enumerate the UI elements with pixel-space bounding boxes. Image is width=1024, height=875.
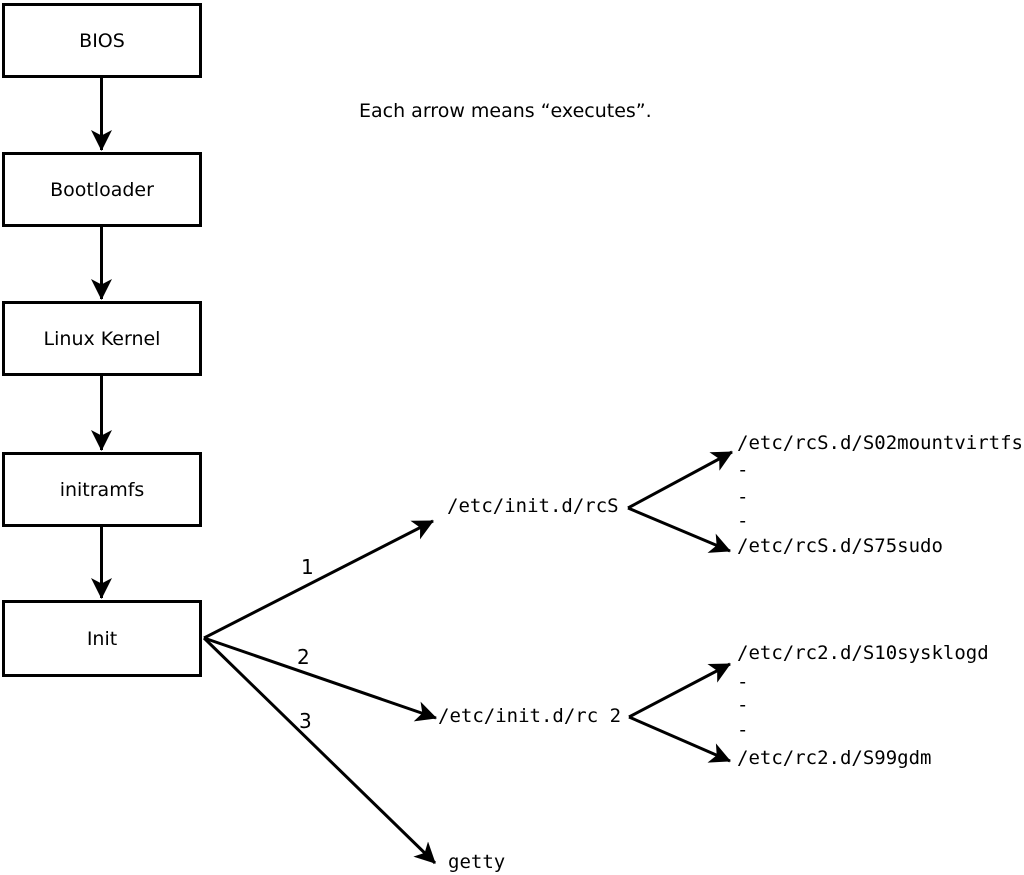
rc2-ellipsis-dash: - <box>737 719 749 741</box>
label-rcs-first-script: /etc/rcS.d/S02mountvirtfs <box>737 432 1023 454</box>
label-rc2-last-script: /etc/rc2.d/S99gdm <box>737 747 932 769</box>
branch-number-1: 1 <box>301 555 314 579</box>
label-init-d-rcs: /etc/init.d/rcS <box>447 495 619 517</box>
rc2-ellipsis-dash: - <box>737 694 749 716</box>
node-initramfs: initramfs <box>2 452 202 527</box>
arrow-rcs-to-first-script <box>627 450 733 510</box>
arrow-init-to-rcs <box>203 519 434 640</box>
branch-number-3: 3 <box>299 709 312 733</box>
node-linux-kernel-label: Linux Kernel <box>43 327 161 350</box>
label-init-d-rc2: /etc/init.d/rc 2 <box>438 705 622 727</box>
node-bios-label: BIOS <box>79 29 125 52</box>
arrow-init-to-getty <box>202 636 437 865</box>
rc2-ellipsis-dash: - <box>737 671 749 693</box>
arrow-init-to-rc2 <box>203 636 437 722</box>
rcs-ellipsis-dash: - <box>737 459 749 481</box>
arrow-meaning-note: Each arrow means “executes”. <box>359 100 652 122</box>
node-init: Init <box>2 600 202 677</box>
label-rcs-last-script: /etc/rcS.d/S75sudo <box>737 535 943 557</box>
node-init-label: Init <box>86 627 118 650</box>
branch-number-2: 2 <box>297 645 310 669</box>
label-rc2-first-script: /etc/rc2.d/S10sysklogd <box>737 642 989 664</box>
node-initramfs-label: initramfs <box>59 478 145 501</box>
arrow-rc2-to-last-script <box>628 715 731 763</box>
node-bootloader: Bootloader <box>2 152 202 227</box>
arrow-rc2-to-first-script <box>628 662 731 719</box>
node-bootloader-label: Bootloader <box>50 178 154 201</box>
label-getty: getty <box>448 851 506 873</box>
node-bios: BIOS <box>2 3 202 78</box>
node-linux-kernel: Linux Kernel <box>2 301 202 376</box>
arrow-rcs-to-last-script <box>627 506 731 553</box>
rcs-ellipsis-dash: - <box>737 486 749 508</box>
rcs-ellipsis-dash: - <box>737 510 749 532</box>
